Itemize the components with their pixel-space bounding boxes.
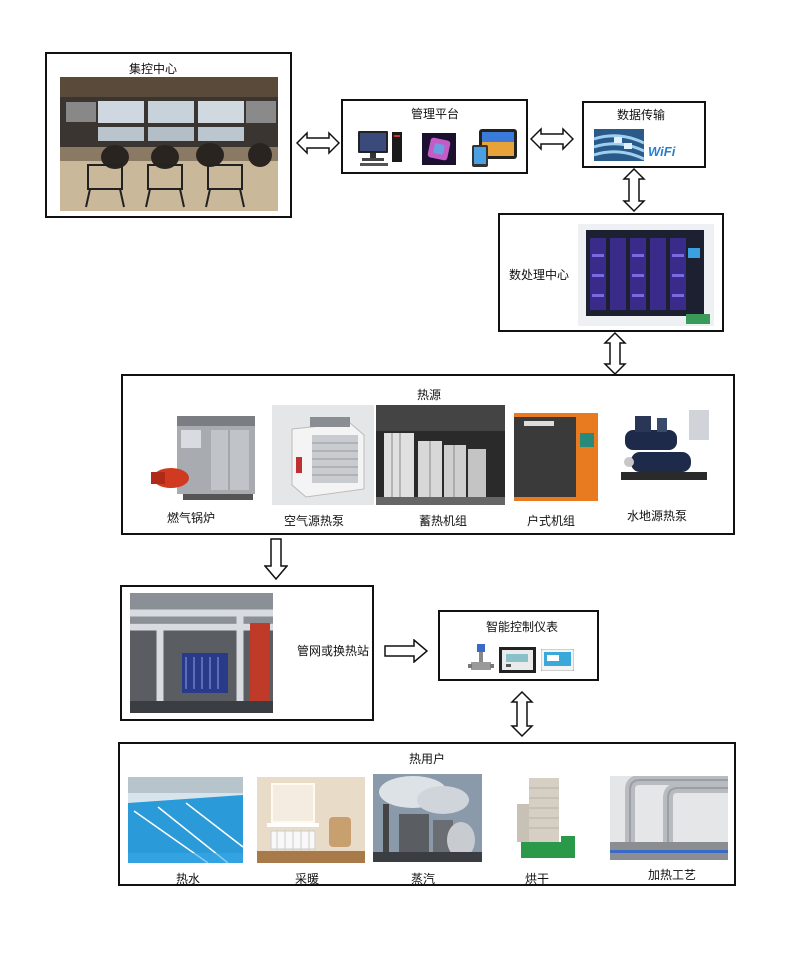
server-rack-photo xyxy=(578,224,714,326)
steam-plant-photo xyxy=(373,774,482,862)
meter-device-icon xyxy=(499,647,536,673)
heat-user-label-4: 加热工艺 xyxy=(648,868,697,882)
smart-meter-title: 智能控制仪表 xyxy=(486,620,559,634)
control-valve-icon xyxy=(468,642,494,676)
gas-boiler-photo xyxy=(149,408,267,506)
heat-exchange-station-photo xyxy=(130,593,273,713)
dryer-tower-photo xyxy=(493,774,596,862)
wifi-logo: WiFi xyxy=(648,144,676,159)
network-station-title: 管网或换热站 xyxy=(297,644,370,658)
heat-source-label-0: 燃气锅炉 xyxy=(167,511,216,525)
heat-user-label-1: 采暖 xyxy=(295,872,320,886)
management-platform-title: 管理平台 xyxy=(411,107,460,121)
household-unit-photo xyxy=(512,411,602,505)
network-station-box: 管网或换热站 xyxy=(120,585,374,721)
air-source-heat-pump-photo xyxy=(272,405,374,505)
down-arrow-heatsource-network xyxy=(264,538,288,580)
tablet-phone-icon xyxy=(471,127,519,169)
data-center-title: 数处理中心 xyxy=(509,268,570,282)
data-transfer-title: 数据传输 xyxy=(617,108,666,122)
heat-source-label-2: 蓄热机组 xyxy=(419,514,468,528)
right-arrow-network-meter xyxy=(384,639,428,663)
heat-source-title: 热源 xyxy=(417,388,442,402)
desktop-computer-icon xyxy=(356,129,406,169)
heat-user-label-3: 烘干 xyxy=(525,872,550,886)
data-transfer-box: 数据传输 WiFi xyxy=(582,101,706,168)
control-room-photo xyxy=(60,77,278,211)
water-ground-source-heat-pump-photo xyxy=(617,404,713,486)
data-center-box: 数处理中心 xyxy=(498,213,724,332)
swimming-pool-photo xyxy=(128,777,243,863)
heat-user-label-0: 热水 xyxy=(176,872,201,886)
smart-meter-box: 智能控制仪表 xyxy=(438,610,599,681)
heat-storage-unit-photo xyxy=(376,405,505,505)
control-center-title: 集控中心 xyxy=(129,62,178,76)
network-cable-icon xyxy=(594,129,644,161)
heat-users-title: 热用户 xyxy=(409,752,446,766)
heat-source-label-1: 空气源热泵 xyxy=(284,514,345,528)
radiator-room-photo xyxy=(257,777,365,863)
heat-source-label-3: 户式机组 xyxy=(527,514,576,528)
heating-process-pipes-photo xyxy=(610,776,728,860)
tablet-screen-icon xyxy=(422,133,456,165)
management-platform-box: 管理平台 xyxy=(341,99,528,174)
double-arrow-datacenter-heatsource xyxy=(603,332,627,375)
double-arrow-meter-users xyxy=(510,691,534,737)
heat-source-label-4: 水地源热泵 xyxy=(627,509,688,523)
double-arrow-control-management xyxy=(296,131,340,155)
double-arrow-transfer-datacenter xyxy=(622,168,646,212)
heat-users-box: 热用户 热水 采暖 xyxy=(118,742,736,886)
thermostat-panel-icon xyxy=(541,649,574,671)
control-center-box: 集控中心 xyxy=(45,52,292,218)
double-arrow-management-transfer xyxy=(530,127,574,151)
heat-user-label-2: 蒸汽 xyxy=(411,872,436,886)
heat-source-box: 热源 燃气锅炉 空气源热泵 xyxy=(121,374,735,535)
